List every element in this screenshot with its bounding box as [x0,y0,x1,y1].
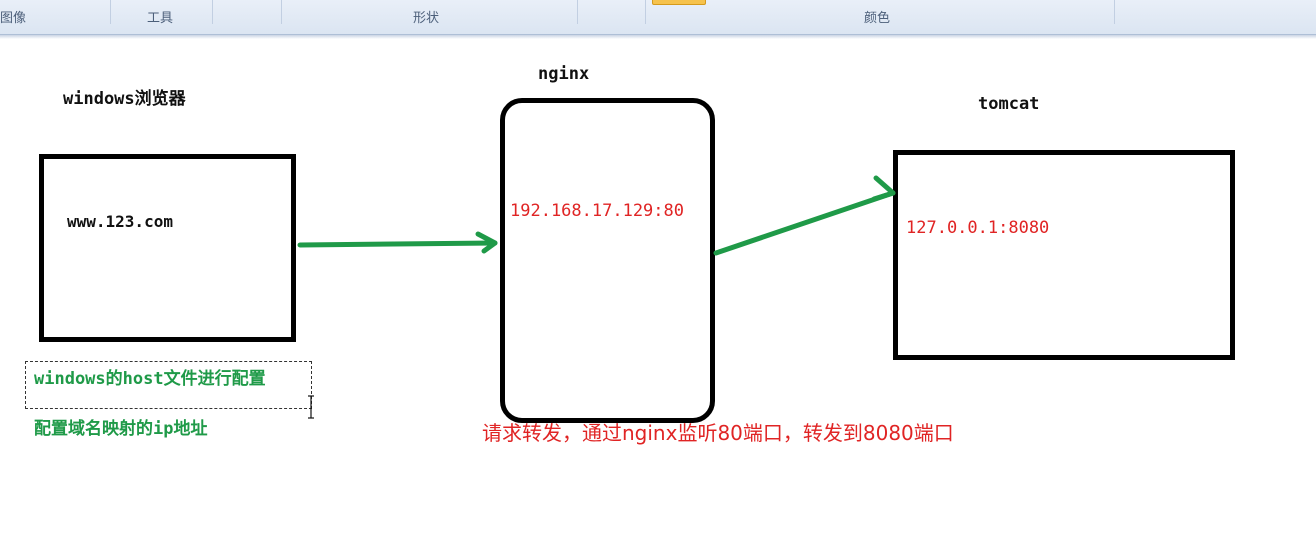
nginx-box [500,98,715,423]
tomcat-title: tomcat [978,94,1040,114]
forward-note: 请求转发，通过nginx监听80端口，转发到8080端口 [482,421,954,445]
tomcat-address: 127.0.0.1:8080 [906,218,1050,238]
ribbon-group-tools[interactable]: 工具 [147,11,174,26]
arrow-nginx-to-tomcat [713,175,896,256]
ribbon-shadow [0,35,1316,39]
ribbon-group-shapes[interactable]: 形状 [413,11,440,26]
ribbon-separator [212,0,213,24]
ribbon-toolbar: 图像 工具 形状 颜色 [0,0,1316,35]
browser-box [39,154,296,342]
browser-title: windows浏览器 [63,89,186,109]
host-note-line1: windows的host文件进行配置 [34,369,266,389]
ribbon-separator [645,0,646,24]
nginx-title: nginx [538,64,590,84]
text-cursor-icon [308,395,314,419]
selected-color-swatch[interactable] [652,0,706,5]
ribbon-separator [1114,0,1115,24]
nginx-address: 192.168.17.129:80 [510,201,684,221]
ribbon-group-image[interactable]: 图像 [0,11,27,26]
tomcat-box [893,150,1235,360]
browser-url: www.123.com [67,212,173,231]
ribbon-separator [281,0,282,24]
ribbon-group-colors[interactable]: 颜色 [864,11,891,26]
ribbon-separator [577,0,578,24]
text-selection-box[interactable] [25,361,312,409]
host-note-line2: 配置域名映射的ip地址 [34,419,208,439]
ribbon-separator [110,0,111,24]
arrow-browser-to-nginx [297,231,498,254]
